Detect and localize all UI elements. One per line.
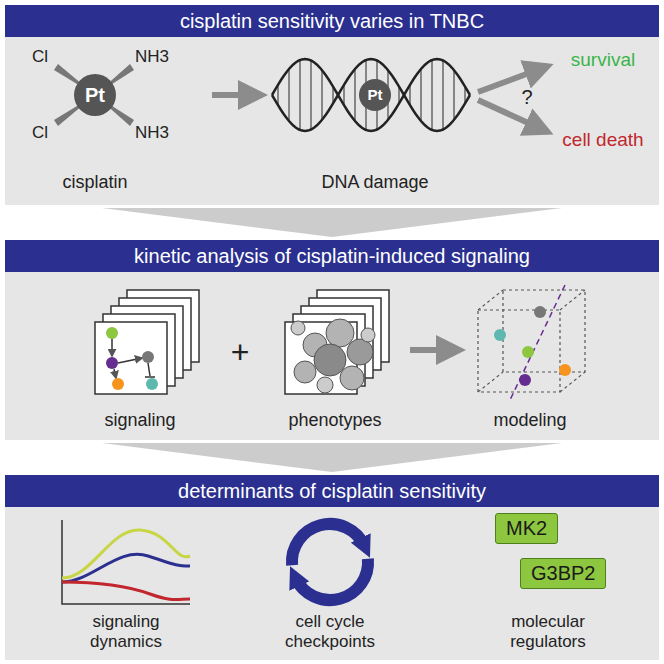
text-label: signaling (104, 410, 175, 431)
text-label: ? (521, 86, 532, 109)
base-pair (453, 70, 455, 120)
fate-arrow (478, 66, 548, 92)
signaling-stack (95, 290, 199, 394)
dna-strand (272, 59, 470, 131)
text-label: NH3 (135, 47, 169, 67)
text-label: NH3 (135, 123, 169, 143)
flow-chevron (102, 208, 562, 237)
process-arrow (212, 92, 262, 98)
text-label: Pt (368, 86, 383, 103)
base-pair (299, 60, 301, 130)
regulator-name: G3BP2 (531, 562, 595, 584)
cell-cycle-arrows (292, 524, 368, 600)
regulator-box: MK2 (495, 513, 558, 544)
text-label: Cl (32, 123, 48, 143)
dynamics-chart (62, 520, 190, 604)
section-heading: kinetic analysis of cisplatin-induced si… (5, 240, 659, 272)
text-label: modeling (493, 410, 566, 431)
base-pair (354, 69, 356, 121)
model-points (494, 306, 571, 386)
cell-cluster (291, 319, 375, 393)
base-pair (420, 69, 422, 121)
text-label: phenotypes (288, 410, 381, 431)
cisplatin-molecule (54, 64, 134, 126)
section-heading: determinants of cisplatin sensitivity (5, 475, 659, 507)
regulator-name: MK2 (506, 517, 547, 539)
separating-plane (510, 285, 565, 400)
text-label: + (231, 334, 250, 371)
phenotypes-stack (285, 290, 389, 394)
text-label: cell death (562, 129, 643, 151)
regulator-box: G3BP2 (520, 558, 606, 589)
text-label: Pt (85, 84, 105, 107)
text-label: cell cycle checkpoints (275, 612, 385, 651)
base-pair (321, 70, 323, 120)
model-cube (478, 290, 585, 392)
text-label: DNA damage (321, 172, 428, 193)
network-sketch (106, 327, 158, 390)
fate-arrow (478, 100, 548, 132)
flow-chevron (102, 443, 562, 472)
text-label: survival (571, 49, 635, 71)
base-pair (431, 60, 433, 130)
base-pair (442, 61, 444, 130)
text-label: signaling dynamics (76, 612, 176, 651)
base-pair (288, 69, 290, 121)
text-label: molecular regulators (493, 612, 603, 651)
base-pair (310, 61, 312, 130)
text-label: cisplatin (62, 172, 127, 193)
process-arrow (410, 347, 460, 353)
section-heading: cisplatin sensitivity varies in TNBC (5, 5, 659, 37)
platinum-adduct (359, 79, 391, 111)
text-label: Cl (32, 47, 48, 67)
dna-strand (272, 59, 470, 131)
dna-helix (272, 59, 470, 131)
